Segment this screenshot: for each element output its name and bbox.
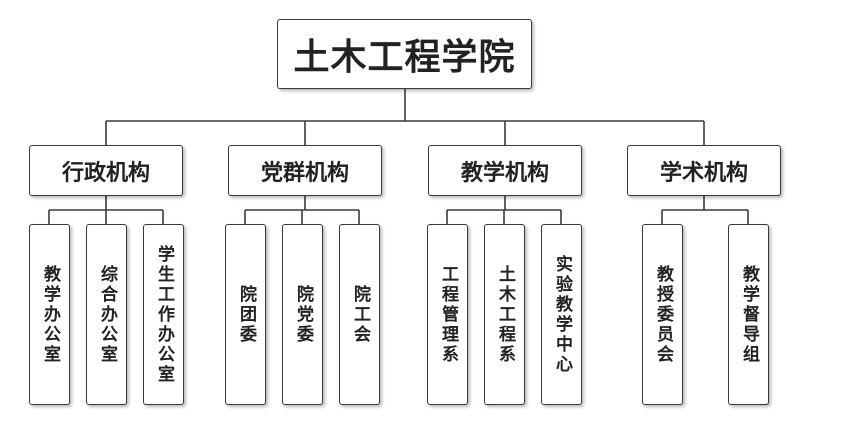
dept-node-party: 党群机构 [228, 145, 382, 196]
leaf-node: 综合办公室 [86, 224, 127, 405]
leaf-label: 院党委 [293, 284, 313, 345]
leaf-label: 实验教学中心 [552, 254, 572, 375]
leaf-node: 土木工程系 [484, 224, 525, 405]
leaf-node: 学生工作办公室 [143, 224, 184, 405]
leaf-node: 工程管理系 [427, 224, 468, 405]
leaf-label: 土木工程系 [495, 264, 515, 365]
leaf-label: 院团委 [236, 284, 256, 345]
dept-label: 教学机构 [460, 160, 549, 186]
leaf-label: 综合办公室 [97, 264, 117, 365]
dept-node-academic: 学术机构 [627, 145, 781, 196]
dept-node-teaching: 教学机构 [428, 145, 582, 196]
root-label: 土木工程学院 [293, 37, 516, 78]
leaf-label: 学生工作办公室 [154, 244, 174, 385]
root-node: 土木工程学院 [277, 19, 532, 89]
leaf-label: 教学办公室 [40, 264, 60, 365]
leaf-label: 工程管理系 [438, 264, 458, 365]
dept-node-administrative: 行政机构 [29, 145, 183, 196]
dept-label: 党群机构 [260, 160, 349, 186]
leaf-node: 院工会 [339, 224, 380, 405]
leaf-node: 教学办公室 [29, 224, 70, 405]
leaf-node: 教学督导组 [728, 224, 769, 405]
dept-label: 学术机构 [659, 160, 748, 186]
leaf-node: 教授委员会 [642, 224, 683, 405]
leaf-node: 院党委 [282, 224, 323, 405]
leaf-label: 教学督导组 [739, 264, 759, 365]
leaf-label: 院工会 [350, 284, 370, 345]
dept-label: 行政机构 [61, 160, 150, 186]
leaf-label: 教授委员会 [653, 264, 673, 365]
leaf-node: 实验教学中心 [541, 224, 582, 405]
leaf-node: 院团委 [225, 224, 266, 405]
